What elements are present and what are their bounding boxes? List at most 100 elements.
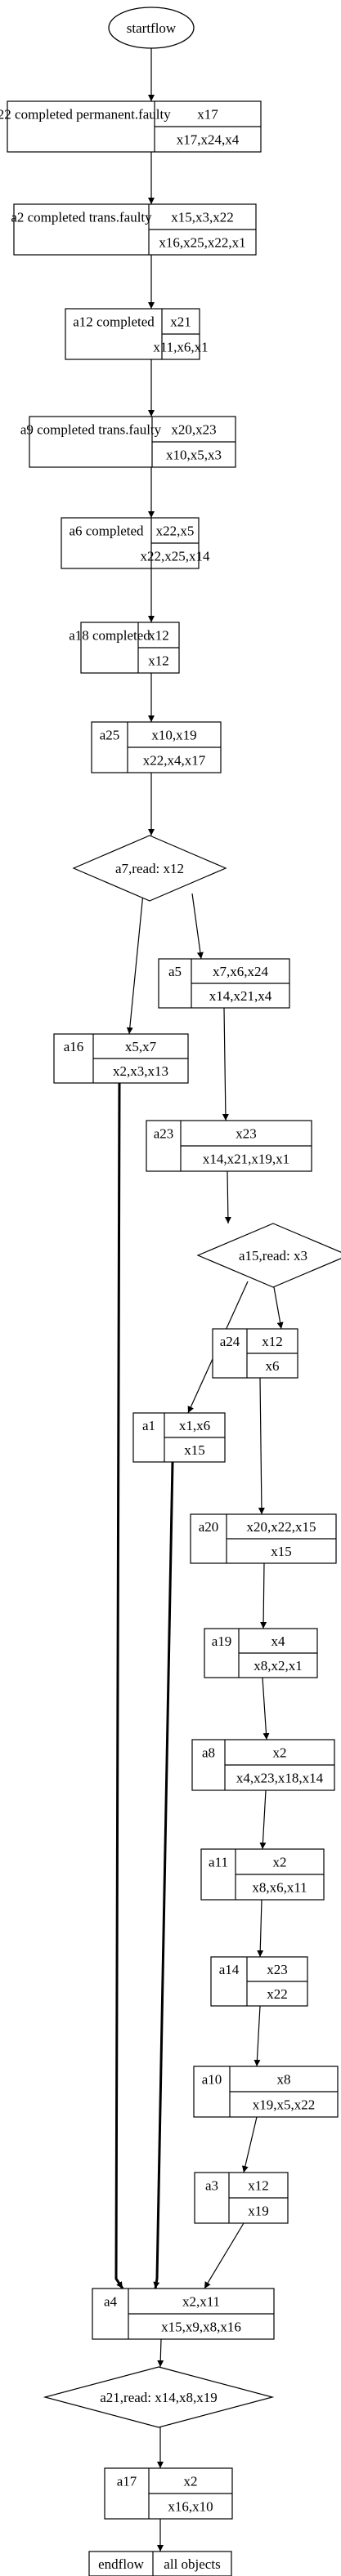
node-a19: a19 x4 x8,x2,x1 — [204, 1628, 318, 1678]
node-a16-top: x5,x7 — [125, 1039, 157, 1054]
decision-a15-diamond — [196, 1223, 341, 1288]
node-a10-bottom: x19,x5,x22 — [253, 2097, 316, 2113]
node-a24-bottom: x6 — [266, 1358, 280, 1374]
node-a17-label: a17 — [117, 2474, 137, 2489]
node-a8-label: a8 — [202, 1745, 215, 1761]
node-a2-top: x15,x3,x22 — [171, 210, 234, 225]
node-a5-bottom: x14,x21,x4 — [209, 988, 272, 1004]
decision-a7: a7,read: x12 — [72, 835, 227, 902]
node-a23: a23 x23 x14,x21,x19,x1 — [146, 1120, 312, 1172]
node-a12-top: x21 — [170, 314, 191, 330]
node-a18-bottom: x12 — [148, 653, 169, 669]
start-node: startflow — [108, 7, 195, 49]
node-a23-label: a23 — [154, 1126, 174, 1142]
node-a10: a10 x8 x19,x5,x22 — [193, 2066, 339, 2118]
edge-a10-to-a3 — [241, 2116, 258, 2173]
edge-a4-to-a21 — [157, 2338, 164, 2368]
node-a3-top: x12 — [248, 2178, 269, 2194]
node-a19-top: x4 — [271, 1633, 286, 1649]
edge-a3-to-a4 — [204, 2222, 245, 2289]
node-a24-top: x12 — [262, 1334, 283, 1349]
node-a6-label: a6 completed — [69, 524, 144, 539]
edge-a16-to-a4 — [114, 1082, 124, 2289]
node-a14-bottom: x22 — [267, 1986, 288, 2002]
node-a17-top: x2 — [184, 2474, 198, 2489]
node-a1-label: a1 — [142, 1418, 155, 1433]
node-a3-label: a3 — [205, 2178, 218, 2194]
node-a22-bottom: x17,x24,x4 — [177, 132, 240, 148]
edge-a11-to-a14 — [257, 1899, 264, 1958]
node-a16-label: a16 — [64, 1039, 84, 1054]
decision-a21: a21,read: x14,x8,x19 — [43, 2366, 275, 2428]
node-a22-top: x17 — [197, 107, 218, 123]
node-a11-bottom: x8,x6,x11 — [252, 1880, 307, 1896]
node-a18-label: a18 completed — [69, 628, 150, 644]
edge-a7-to-a5 — [191, 893, 204, 960]
node-a24: a24 x12 x6 — [212, 1328, 298, 1379]
node-a19-label: a19 — [212, 1633, 232, 1649]
node-a2-bottom: x16,x25,x22,x1 — [159, 235, 245, 251]
edge-a15-to-a24 — [273, 1286, 284, 1330]
start-label: startflow — [127, 20, 177, 36]
edge-a14-to-a10 — [254, 2005, 261, 2067]
node-a9-top: x20,x23 — [171, 422, 216, 438]
decision-a15-label: a15,read: x3 — [239, 1248, 307, 1263]
node-a6-bottom: x22,x25,x14 — [141, 549, 211, 564]
node-a19-bottom: x8,x2,x1 — [254, 1658, 303, 1674]
node-end-top: all objects — [164, 2556, 220, 2572]
node-end-label: endflow — [98, 2556, 144, 2572]
node-a23-bottom: x14,x21,x19,x1 — [203, 1152, 289, 1167]
node-a10-top: x8 — [277, 2072, 291, 2088]
edge-a5-to-a23 — [222, 1007, 229, 1121]
edge-a19-to-a8 — [262, 1677, 270, 1740]
node-a4-label: a4 — [104, 2294, 118, 2310]
node-a5-label: a5 — [168, 964, 182, 979]
node-end-box — [88, 2551, 232, 2576]
node-a10-label: a10 — [202, 2072, 222, 2088]
node-a25-label: a25 — [100, 728, 120, 743]
node-a5-top: x7,x6,x24 — [213, 964, 269, 979]
node-a16: a16 x5,x7 x2,x3,x13 — [53, 1033, 189, 1084]
node-a8-bottom: x4,x23,x18,x14 — [236, 1771, 324, 1786]
edge-a1-to-a4 — [153, 1461, 174, 2289]
node-a25-bottom: x22,x4,x17 — [143, 753, 206, 769]
node-a23-top: x23 — [236, 1126, 257, 1142]
node-a17-bottom: x16,x10 — [168, 2499, 213, 2515]
decision-a7-label: a7,read: x12 — [115, 861, 184, 876]
edge-a24-to-a20 — [258, 1377, 265, 1515]
node-a20-label: a20 — [199, 1519, 219, 1535]
node-a12-bottom: x11,x6,x1 — [153, 340, 208, 355]
edge-a7-to-a16 — [126, 893, 144, 1035]
node-a3-box — [194, 2172, 289, 2224]
node-a5: a5 x7,x6,x24 x14,x21,x4 — [158, 958, 290, 1009]
edge-a23-to-a15 — [224, 1170, 231, 1224]
decision-a21-label: a21,read: x14,x8,x19 — [100, 2390, 218, 2405]
node-a9-label: a9 completed trans.faulty — [20, 422, 162, 438]
node-a25-top: x10,x19 — [151, 728, 196, 743]
start-ellipse — [108, 7, 195, 49]
node-a11-label: a11 — [209, 1855, 228, 1870]
decision-a7-diamond — [72, 835, 227, 902]
edge-a20-to-a19 — [260, 1562, 267, 1629]
node-a20-bottom: x15 — [271, 1544, 292, 1559]
node-a25: a25 x10,x19 x22,x4,x17 — [91, 721, 222, 773]
node-a11-top: x2 — [273, 1855, 287, 1870]
node-a17: a17 x2 x16,x10 — [104, 2467, 233, 2520]
node-a24-label: a24 — [220, 1334, 240, 1349]
edge-a8-to-a11 — [259, 1789, 267, 1850]
node-a16-bottom: x2,x3,x13 — [113, 1063, 168, 1079]
node-a4-bottom: x15,x9,x8,x16 — [161, 2320, 241, 2335]
node-a18-top: x12 — [148, 628, 169, 644]
